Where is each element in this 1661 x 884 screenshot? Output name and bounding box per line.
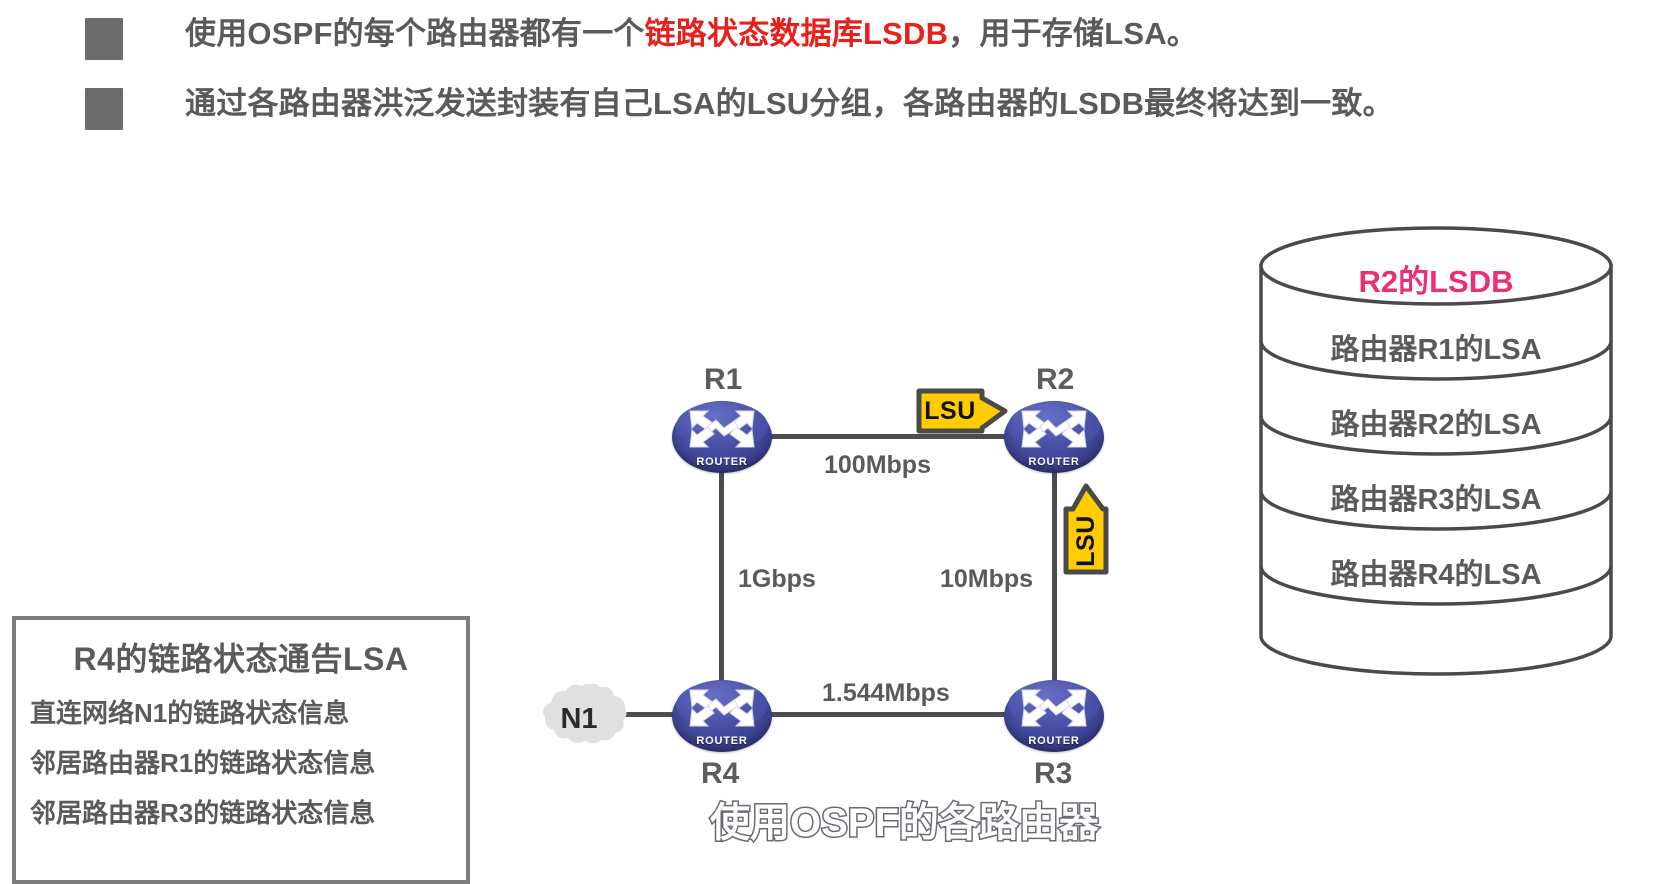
link-r1-r2: [760, 434, 1030, 439]
bullet-row-2: 通过各路由器洪泛发送封装有自己LSA的LSU分组，各路由器的LSDB最终将达到一…: [85, 88, 1394, 130]
router-chip-label: ROUTER: [696, 735, 748, 747]
router-arrows-icon: [1021, 410, 1087, 448]
lsdb-row: 路由器R3的LSA: [1330, 484, 1542, 516]
cloud-icon: [543, 682, 627, 744]
router-chip-label: ROUTER: [696, 456, 748, 468]
link-r2-r3: [1052, 470, 1057, 715]
router-label-r3: R3: [1034, 757, 1073, 790]
link-speed-r2-r3: 10Mbps: [940, 565, 1034, 593]
bullet-1-highlight: 链路状态数据库LSDB: [644, 16, 949, 51]
lsa-info-box: R4的链路状态通告LSA 直连网络N1的链路状态信息 邻居路由器R1的链路状态信…: [12, 616, 470, 884]
lsdb-title: R2的LSDB: [1356, 262, 1515, 301]
packet-badge-lsu-vertical: LSU: [1063, 483, 1109, 575]
lsdb-row: 路由器R1的LSA: [1330, 334, 1542, 366]
lsu-label: LSU: [1071, 515, 1100, 567]
lsu-label: LSU: [924, 396, 976, 425]
lsa-box-title: R4的链路状态通告LSA: [73, 641, 409, 677]
router-r3[interactable]: ROUTER: [1004, 680, 1104, 752]
router-arrows-icon: [1021, 689, 1087, 727]
database-cylinder-icon: [1259, 226, 1613, 676]
router-label-r2: R2: [1036, 363, 1075, 396]
lsdb-row: 路由器R4的LSA: [1330, 559, 1542, 591]
bullet-1-pre: 使用OSPF的每个路由器都有一个: [185, 16, 645, 51]
link-speed-r4-r3: 1.544Mbps: [822, 679, 950, 707]
diagram-caption: 使用OSPF的各路由器: [709, 800, 1101, 847]
router-label-r1: R1: [704, 363, 743, 396]
lsa-box-item: 邻居路由器R1的链路状态信息: [30, 748, 376, 778]
bullet-1-post: ，用于存储LSA。: [948, 16, 1199, 51]
router-r1[interactable]: ROUTER: [672, 401, 772, 473]
lsdb-row: 路由器R2的LSA: [1330, 409, 1542, 441]
router-r4[interactable]: ROUTER: [672, 680, 772, 752]
router-label-r4: R4: [701, 757, 740, 790]
router-chip-label: ROUTER: [1028, 735, 1080, 747]
packet-badge-lsu-horizontal: LSU: [916, 388, 1008, 434]
router-arrows-icon: [689, 689, 755, 727]
link-n1-r4: [612, 712, 692, 717]
lsdb-cylinder: R2的LSDB 路由器R1的LSA 路由器R2的LSA 路由器R3的LSA 路由…: [1236, 226, 1636, 676]
link-speed-r1-r4: 1Gbps: [738, 565, 816, 593]
link-speed-r1-r2: 100Mbps: [824, 451, 931, 479]
router-chip-label: ROUTER: [1028, 456, 1080, 468]
bullet-row-1: 使用OSPF的每个路由器都有一个链路状态数据库LSDB，用于存储LSA。: [85, 18, 1198, 60]
network-cloud-n1: N1: [527, 682, 631, 754]
link-r4-r3: [760, 712, 1052, 717]
lsu-arrow-right-icon: [916, 388, 1008, 434]
cloud-label-n1: N1: [560, 702, 598, 735]
bullet-2-text: 通过各路由器洪泛发送封装有自己LSA的LSU分组，各路由器的LSDB最终将达到一…: [185, 88, 1394, 119]
square-bullet-icon: [85, 18, 123, 60]
bullet-1-text: 使用OSPF的每个路由器都有一个链路状态数据库LSDB，用于存储LSA。: [185, 18, 1198, 49]
router-arrows-icon: [689, 410, 755, 448]
bullet-2-pre: 通过各路由器洪泛发送封装有自己LSA的LSU分组，各路由器的LSDB最终将达到一…: [185, 86, 1394, 121]
link-r1-r4: [719, 470, 724, 715]
square-bullet-icon: [85, 88, 123, 130]
lsa-box-item: 邻居路由器R3的链路状态信息: [30, 798, 376, 828]
lsu-arrow-up-icon: [1063, 483, 1109, 575]
lsa-box-item: 直连网络N1的链路状态信息: [30, 698, 350, 728]
router-r2[interactable]: ROUTER: [1004, 401, 1104, 473]
